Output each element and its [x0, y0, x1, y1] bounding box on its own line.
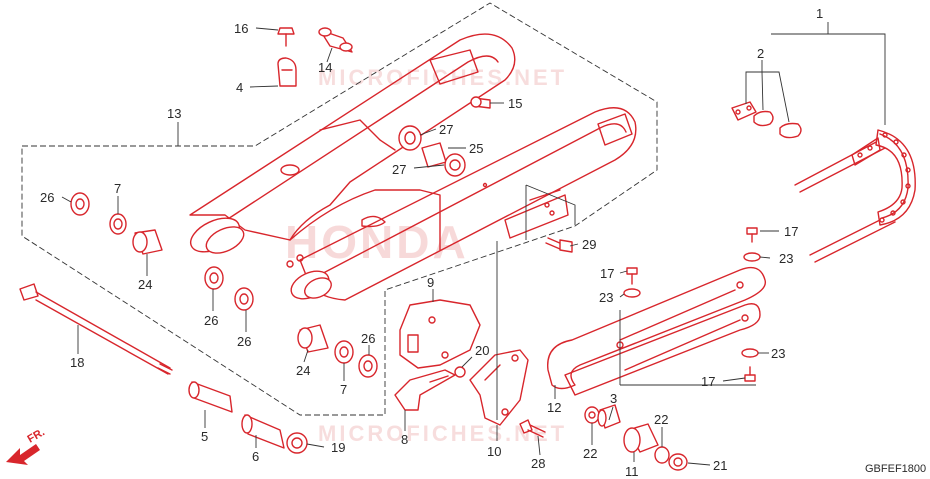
callout-9: 9 [427, 275, 434, 290]
callout-19: 19 [331, 440, 345, 455]
callout-6: 6 [252, 449, 259, 464]
bolt-28 [519, 419, 546, 438]
bolt-29 [545, 237, 573, 253]
callout-24-left: 24 [138, 277, 152, 292]
pivot-bolt-18 [19, 283, 173, 375]
callout-2: 2 [757, 46, 764, 61]
callout-14: 14 [318, 60, 332, 75]
callout-4: 4 [236, 80, 243, 95]
callout-13: 13 [167, 106, 181, 121]
roller-parts [584, 404, 688, 471]
callout-5: 5 [201, 429, 208, 444]
lower-pivot-parts [204, 266, 378, 378]
callout-12: 12 [547, 400, 561, 415]
callout-15: 15 [508, 96, 522, 111]
callout-16: 16 [234, 21, 248, 36]
chain-slider-12 [547, 266, 767, 396]
callout-27-top: 27 [439, 122, 453, 137]
callout-27-bottom: 27 [392, 162, 406, 177]
leader-lines [61, 22, 886, 466]
callout-11: 11 [625, 464, 639, 479]
callout-23-mid: 23 [599, 290, 613, 305]
bracket-10 [469, 349, 529, 426]
callout-17-mid: 17 [600, 266, 614, 281]
collars-and-nut [188, 381, 308, 454]
callout-20: 20 [475, 343, 489, 358]
callout-21: 21 [713, 458, 727, 473]
bolt-15 [470, 96, 491, 109]
front-direction-label: FR. [26, 426, 47, 445]
callout-29: 29 [582, 237, 596, 252]
bracket-9 [394, 299, 481, 411]
callout-1: 1 [816, 6, 823, 21]
callout-25: 25 [469, 141, 483, 156]
swingarm-assembly-boundary [21, 2, 658, 416]
callout-28: 28 [531, 456, 545, 471]
callout-26-c: 26 [361, 331, 375, 346]
callout-24-lower: 24 [296, 363, 310, 378]
callout-10: 10 [487, 444, 501, 459]
diagram-code: GBFEF1800 [865, 463, 926, 475]
callout-26-left: 26 [40, 190, 54, 205]
collar-14 [318, 27, 353, 53]
callout-26-a: 26 [204, 313, 218, 328]
callout-22-left: 22 [583, 446, 597, 461]
callout-numbers: 1 2 3 4 5 6 7 7 8 10 11 12 13 14 15 16 1… [40, 6, 926, 479]
callout-17-top: 17 [784, 224, 798, 239]
honda-watermark: HONDA [285, 216, 469, 268]
callout-17-bottom: 17 [701, 374, 715, 389]
callout-23-bottom: 23 [771, 346, 785, 361]
swingarm-body [189, 33, 637, 301]
callout-18: 18 [70, 355, 84, 370]
screw-16-clamp-4 [277, 27, 297, 87]
callout-7-lower: 7 [340, 382, 347, 397]
callout-8: 8 [401, 432, 408, 447]
left-pivot-parts [70, 192, 163, 255]
callout-22-right: 22 [654, 412, 668, 427]
drive-chain-1 [731, 101, 916, 263]
callout-26-b: 26 [237, 334, 251, 349]
callout-7-left: 7 [114, 181, 121, 196]
callout-23-top: 23 [779, 251, 793, 266]
front-direction-arrow: FR. [6, 426, 47, 465]
callout-3: 3 [610, 391, 617, 406]
screws-17-washers-23 [623, 227, 761, 382]
pivot-bearings-upper [398, 125, 466, 177]
site-watermark-top: MICROFICHES.NET [318, 65, 567, 90]
